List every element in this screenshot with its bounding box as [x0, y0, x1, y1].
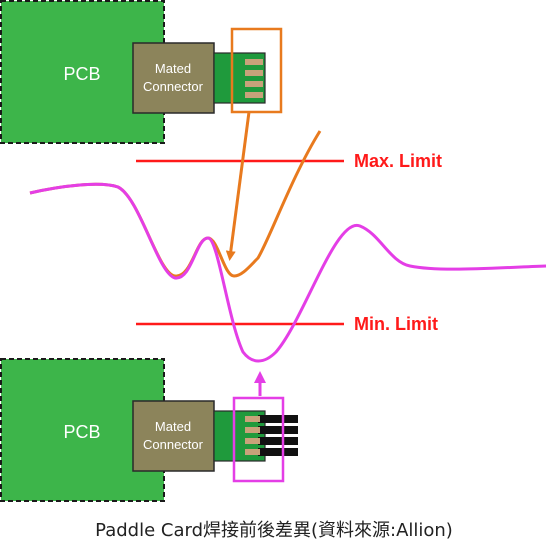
- top-assembly: PCB Mated Connector: [0, 0, 283, 144]
- solder-pads: [245, 416, 260, 455]
- bottom-assembly: PCB Mated Connector: [0, 358, 298, 502]
- after-trace: [29, 182, 547, 363]
- connector-label-line2: Connector: [143, 437, 204, 452]
- before-trace: [29, 130, 322, 278]
- solder-pads: [245, 59, 263, 98]
- connector-label-line1: Mated: [155, 61, 191, 76]
- connector-label-line1: Mated: [155, 419, 191, 434]
- before-highlight-box: [230, 27, 283, 114]
- after-highlight-box: [232, 396, 285, 483]
- pcb-label: PCB: [63, 422, 100, 442]
- mated-connector: [132, 42, 215, 114]
- soldered-wires: [258, 415, 298, 456]
- connector-label-line2: Connector: [143, 79, 204, 94]
- mated-connector: [132, 400, 215, 472]
- before-arrow: [225, 111, 251, 261]
- figure-caption: Paddle Card焊接前後差異(資料來源:Allion): [95, 520, 453, 541]
- pcb-label: PCB: [63, 64, 100, 84]
- min-limit-label: Min. Limit: [354, 314, 438, 334]
- max-limit-label: Max. Limit: [354, 151, 442, 171]
